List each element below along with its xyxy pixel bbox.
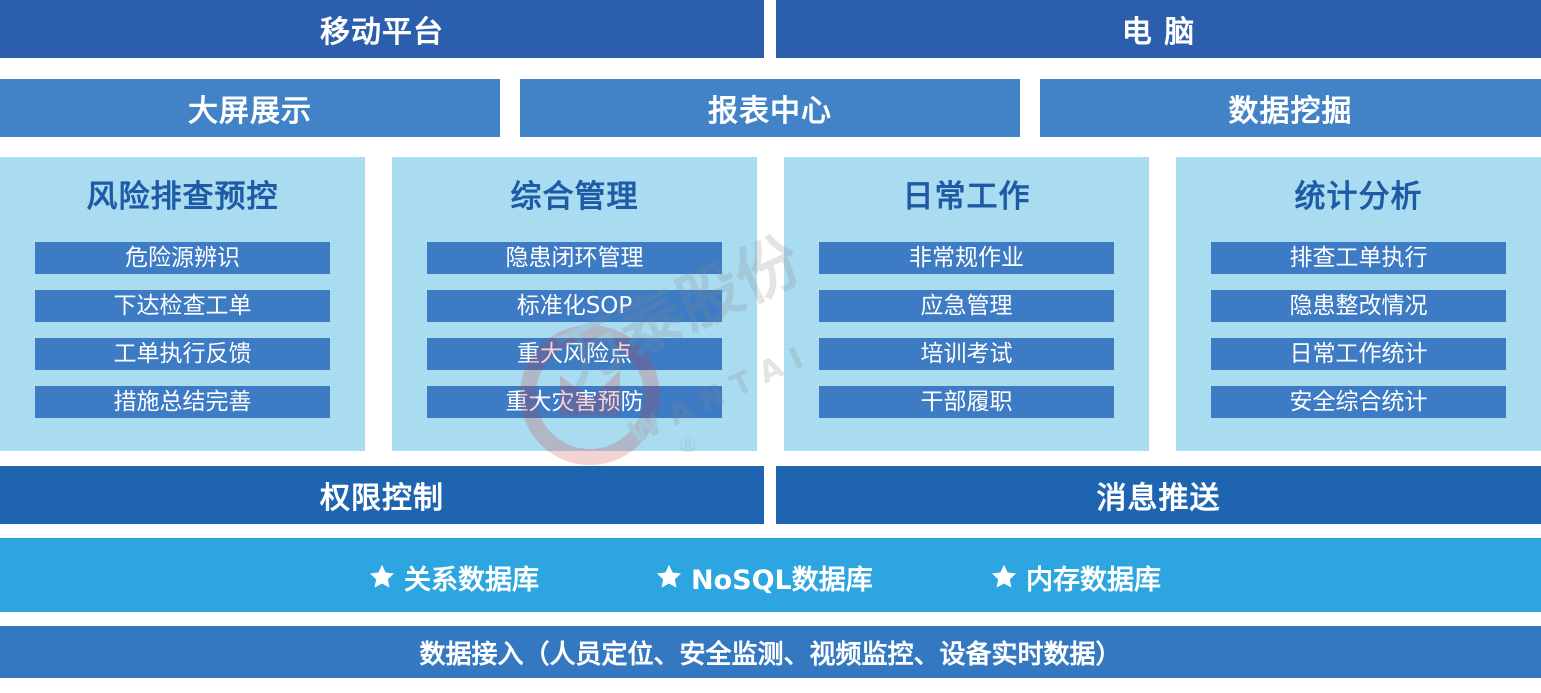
module-item: 措施总结完善 — [35, 386, 330, 418]
storage-label: 关系数据库 — [404, 564, 539, 596]
module-management: 综合管理 隐患闭环管理 标准化SOP 重大风险点 重大灾害预防 — [392, 157, 757, 451]
data-access-bar: 数据接入（人员定位、安全监测、视频监控、设备实时数据） — [0, 626, 1541, 678]
module-item: 危险源辨识 — [35, 242, 330, 274]
storage-nosql: NoSQL数据库 — [655, 557, 873, 597]
storage-memory: 内存数据库 — [990, 557, 1161, 597]
module-item: 重大风险点 — [427, 338, 722, 370]
big-screen-bar: 大屏展示 — [0, 79, 500, 137]
module-statistics: 统计分析 排查工单执行 隐患整改情况 日常工作统计 安全综合统计 — [1176, 157, 1541, 451]
star-icon — [991, 564, 1017, 588]
module-daily-work: 日常工作 非常规作业 应急管理 培训考试 干部履职 — [784, 157, 1149, 451]
module-item: 培训考试 — [819, 338, 1114, 370]
data-mining-bar: 数据挖掘 — [1040, 79, 1541, 137]
storage-relational: 关系数据库 — [368, 557, 539, 597]
module-item: 排查工单执行 — [1211, 242, 1506, 274]
module-title: 统计分析 — [1294, 179, 1423, 215]
pc-bar: 电 脑 — [776, 0, 1541, 58]
module-item: 隐患闭环管理 — [427, 242, 722, 274]
module-item: 日常工作统计 — [1211, 338, 1506, 370]
module-item: 下达检查工单 — [35, 290, 330, 322]
star-icon — [369, 564, 395, 588]
storage-bar — [0, 538, 1541, 612]
module-item: 应急管理 — [819, 290, 1114, 322]
storage-label: NoSQL数据库 — [691, 564, 873, 596]
module-item: 重大灾害预防 — [427, 386, 722, 418]
module-risk: 风险排查预控 危险源辨识 下达检查工单 工单执行反馈 措施总结完善 — [0, 157, 365, 451]
module-item: 干部履职 — [819, 386, 1114, 418]
module-item: 非常规作业 — [819, 242, 1114, 274]
module-title: 日常工作 — [902, 179, 1031, 215]
module-item: 标准化SOP — [427, 290, 722, 322]
mobile-platform-bar: 移动平台 — [0, 0, 764, 58]
module-title: 综合管理 — [510, 179, 639, 215]
module-item: 工单执行反馈 — [35, 338, 330, 370]
message-push-bar: 消息推送 — [776, 466, 1541, 524]
star-icon — [656, 564, 682, 588]
module-title: 风险排查预控 — [86, 179, 279, 215]
module-item: 隐患整改情况 — [1211, 290, 1506, 322]
permission-control-bar: 权限控制 — [0, 466, 764, 524]
storage-label: 内存数据库 — [1026, 564, 1161, 596]
module-item: 安全综合统计 — [1211, 386, 1506, 418]
report-center-bar: 报表中心 — [520, 79, 1020, 137]
